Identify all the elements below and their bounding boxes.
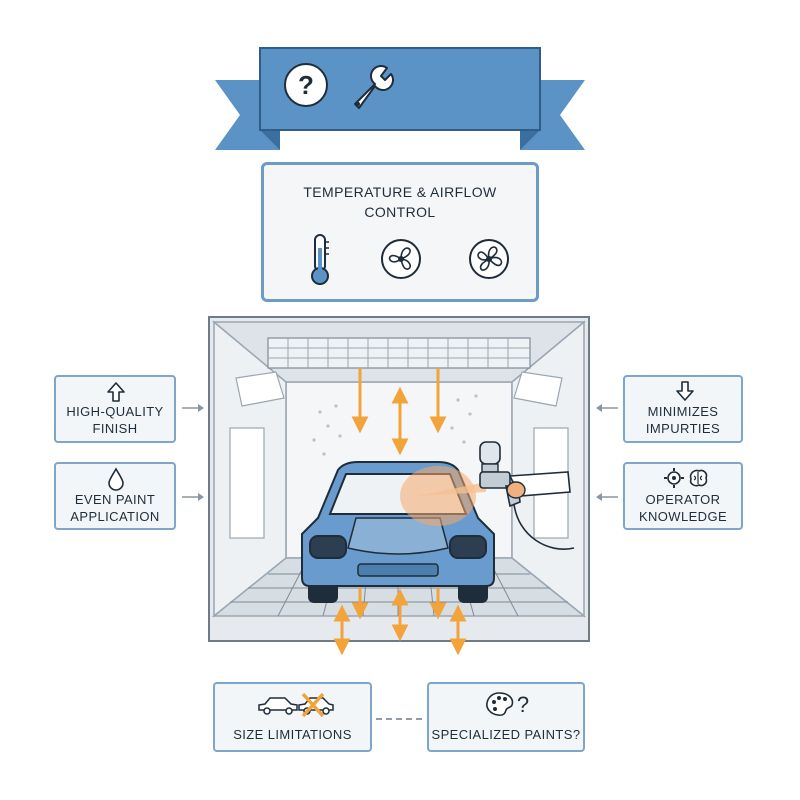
question-icon: ? <box>283 62 329 108</box>
card-label-line2: APPLICATION <box>70 509 160 524</box>
specialized-paints-card: ? SPECIALIZED PAINTS? <box>427 682 585 752</box>
card-label-line2: KNOWLEDGE <box>638 509 728 524</box>
banner <box>205 40 595 160</box>
svg-text:?: ? <box>517 692 529 717</box>
spray-gun-illustration <box>398 436 578 556</box>
connector-arrow <box>594 491 620 503</box>
palette-question-icon: ? <box>485 690 533 718</box>
panel-title-line1: TEMPERATURE & AIRFLOW <box>303 184 497 200</box>
card-label-line1: MINIMIZES <box>647 404 719 419</box>
arrow-down-icon <box>675 380 695 402</box>
minimizes-impurities-card: MINIMIZES IMPURTIES <box>623 375 743 443</box>
even-paint-application-card: EVEN PAINT APPLICATION <box>54 462 176 530</box>
panel-title-line2: CONTROL <box>364 204 436 220</box>
gear-brain-icon <box>663 467 709 489</box>
card-label-line1: OPERATOR <box>645 492 721 507</box>
card-label: SIZE LIMITATIONS <box>233 727 352 742</box>
svg-text:?: ? <box>298 70 314 100</box>
thermometer-icon <box>305 232 335 286</box>
connector-arrow <box>180 491 206 503</box>
size-limitations-card: SIZE LIMITATIONS <box>213 682 372 752</box>
wrench-icon <box>345 60 397 112</box>
fan-icon <box>468 238 510 280</box>
temperature-airflow-panel: TEMPERATURE & AIRFLOW CONTROL <box>261 162 539 302</box>
connector-arrow <box>594 402 620 414</box>
high-quality-finish-card: HIGH-QUALITY FINISH <box>54 375 176 443</box>
airflow-arrows <box>330 360 480 660</box>
card-label-line1: HIGH-QUALITY <box>66 404 164 419</box>
connector-arrow <box>180 402 206 414</box>
droplet-icon <box>107 467 125 491</box>
car-crossed-icon <box>255 692 335 718</box>
card-label: SPECIALIZED PAINTS? <box>431 727 581 742</box>
dashed-connector <box>374 717 426 721</box>
card-label-line2: FINISH <box>92 421 138 436</box>
operator-knowledge-card: OPERATOR KNOWLEDGE <box>623 462 743 530</box>
fan-icon <box>380 238 422 280</box>
card-label-line1: EVEN PAINT <box>74 492 156 507</box>
card-label-line2: IMPURTIES <box>645 421 721 436</box>
arrow-up-icon <box>106 381 126 403</box>
